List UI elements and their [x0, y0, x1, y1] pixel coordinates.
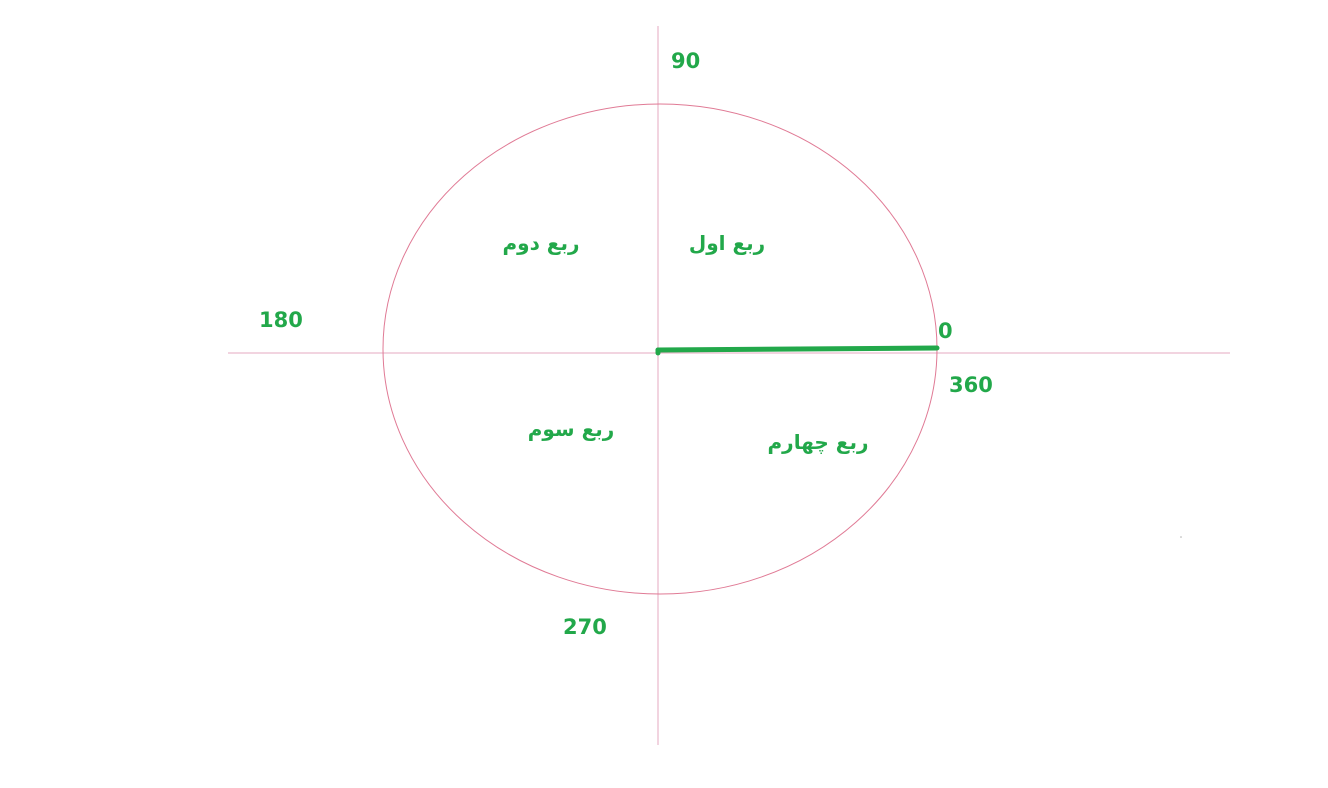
label-first-quadrant: ربع اول — [689, 231, 765, 255]
label-0-degrees: 0 — [938, 319, 953, 343]
label-third-quadrant: ربع سوم — [528, 417, 615, 441]
label-90-degrees: 90 — [671, 49, 700, 73]
label-fourth-quadrant: ربع چهارم — [768, 430, 869, 455]
label-180-degrees: 180 — [259, 308, 303, 332]
label-270-degrees: 270 — [563, 615, 607, 639]
label-360-degrees: 360 — [949, 373, 993, 397]
label-second-quadrant: ربع دوم — [502, 231, 579, 255]
stray-dot — [1180, 536, 1182, 538]
radius-line — [655, 345, 940, 353]
